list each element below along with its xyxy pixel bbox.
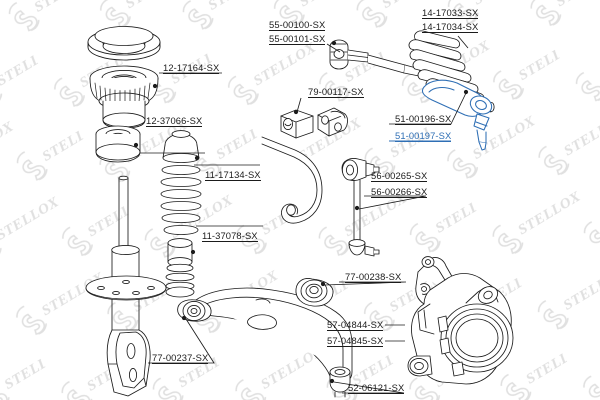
strut-mount-bushing-part bbox=[95, 125, 141, 163]
steering-knuckle-part bbox=[407, 256, 514, 385]
inner-tie-rod-part bbox=[329, 39, 421, 77]
tie-rod-end-part bbox=[421, 79, 493, 151]
strut-mount-bearing-part bbox=[89, 65, 159, 129]
bump-stop-part bbox=[165, 238, 196, 298]
control-arm-part bbox=[177, 278, 353, 398]
dust-boot-part bbox=[160, 130, 202, 235]
stabilizer-bushing-part bbox=[280, 107, 348, 139]
stabilizer-link-part bbox=[341, 158, 380, 257]
stabilizer-bar-part bbox=[261, 136, 323, 224]
leader-lines bbox=[140, 35, 469, 394]
tie-rod-end-leader-dot bbox=[463, 89, 469, 95]
shock-absorber-strut-part bbox=[85, 175, 167, 397]
strut-mount-cap-part bbox=[87, 26, 161, 61]
